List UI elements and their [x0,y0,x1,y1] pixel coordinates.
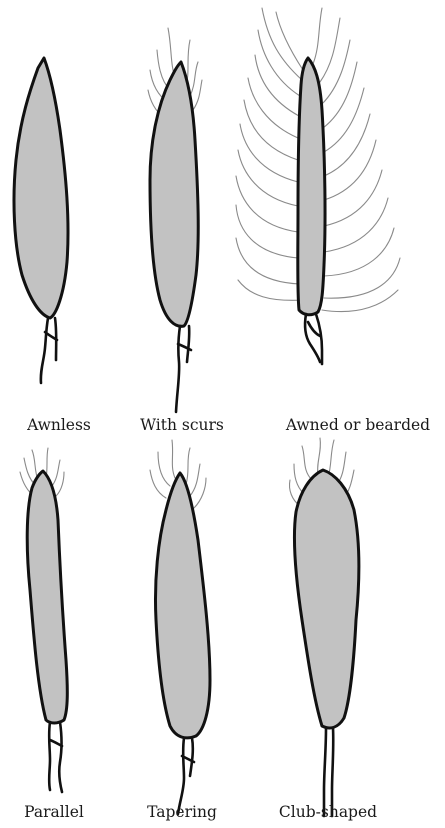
tapering-spike [150,440,210,814]
caption-awnless: Awnless [27,418,91,434]
caption-awned: Awned or bearded [286,418,430,434]
caption-with-scurs: With scurs [140,418,224,434]
awnless-spike [14,58,68,383]
caption-parallel: Parallel [24,805,84,821]
awned-spike [236,8,400,364]
parallel-spike-body [27,471,67,723]
with-scurs-spike [148,28,202,412]
awnless-spike-stem [41,318,48,383]
caption-club-shaped: Club-shaped [279,805,377,821]
parallel-spike-stem [49,722,50,790]
awned-spike-body [298,58,325,315]
with-scurs-spike-body [150,62,198,326]
parallel-spike [20,448,67,792]
awnless-spike-body [14,58,68,318]
tapering-spike-body [155,473,210,738]
with-scurs-spike-stem [176,326,180,412]
club-shaped-spike [289,438,358,816]
caption-tapering: Tapering [147,805,217,821]
club-shaped-spike-body [294,470,358,728]
